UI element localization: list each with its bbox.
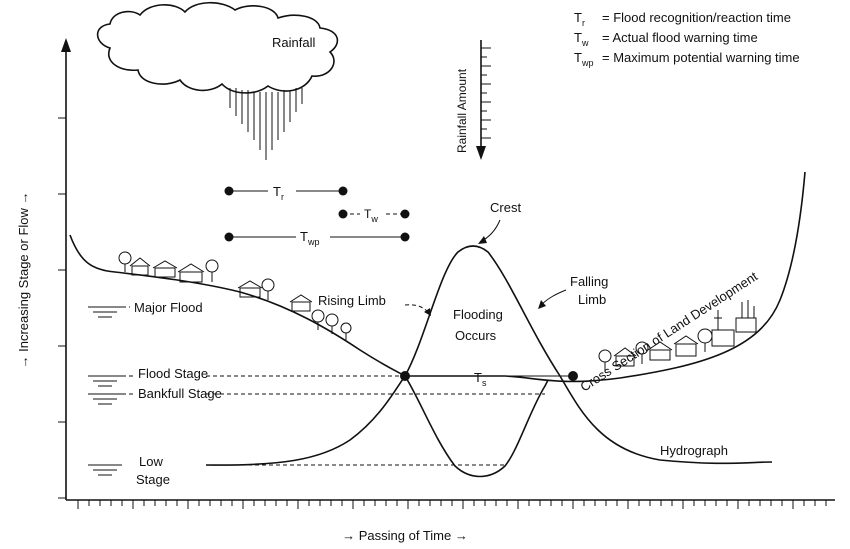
rainfall-amount-arrowhead: [476, 146, 486, 160]
channel-profile: [404, 375, 549, 478]
flooding-occurs-label-2: Occurs: [455, 328, 497, 343]
low-stage-label-2: Stage: [136, 472, 170, 487]
ts-end-point: [568, 371, 578, 381]
falling-limb-label-1: Falling: [570, 274, 608, 289]
cloud-outline: [96, 1, 339, 94]
rain-streaks: [229, 88, 303, 160]
falling-limb-label-2: Limb: [578, 292, 606, 307]
flooding-occurs-label-1: Flooding: [453, 307, 503, 322]
rising-limb-label: Rising Limb: [318, 293, 386, 308]
svg-text:Tr: Tr: [574, 10, 585, 28]
low-stage-label-1: Low: [139, 454, 163, 469]
crest-label: Crest: [490, 200, 521, 215]
hydrograph-label: Hydrograph: [660, 443, 728, 458]
y-axis-label: → Increasing Stage or Flow →: [16, 191, 31, 368]
legend-tw-desc: = Actual flood warning time: [602, 30, 758, 45]
rain-cloud: Rainfall: [96, 1, 339, 94]
timing-bar-twp: Twp: [300, 229, 319, 247]
timing-bar-tw: Tw: [364, 207, 378, 224]
rainfall-amount-label: Rainfall Amount: [455, 68, 469, 153]
svg-text:Tw: Tw: [574, 30, 589, 48]
x-axis-ticks: [77, 500, 827, 509]
legend: Tr = Flood recognition/reaction time Tw …: [574, 10, 800, 68]
y-axis-arrowhead: [61, 38, 71, 52]
major-flood-label: Major Flood: [134, 300, 203, 315]
right-bank-development: [598, 300, 757, 372]
legend-twp-desc: = Maximum potential warning time: [602, 50, 800, 65]
rainfall-label: Rainfall: [272, 35, 315, 50]
left-bank-development: [118, 251, 352, 340]
y-axis-ticks: [58, 117, 66, 499]
stage-markers: Major Flood Flood Stage Bankfull Stage L…: [88, 300, 222, 487]
ts-label: Ts: [474, 370, 487, 388]
flood-stage-label: Flood Stage: [138, 366, 208, 381]
x-axis-label: → Passing of Time →: [342, 528, 468, 543]
hydrograph-curve: [205, 245, 773, 466]
rainfall-amount-scale: Rainfall Amount: [455, 40, 491, 160]
legend-tr-desc: = Flood recognition/reaction time: [602, 10, 791, 25]
ts-start-point: [400, 371, 410, 381]
timing-bar-tr: Tr: [273, 184, 284, 202]
svg-text:Twp: Twp: [574, 50, 593, 68]
timing-bars: Tr Tw Twp: [224, 184, 410, 247]
bankfull-stage-label: Bankfull Stage: [138, 386, 222, 401]
axes: [58, 38, 835, 509]
